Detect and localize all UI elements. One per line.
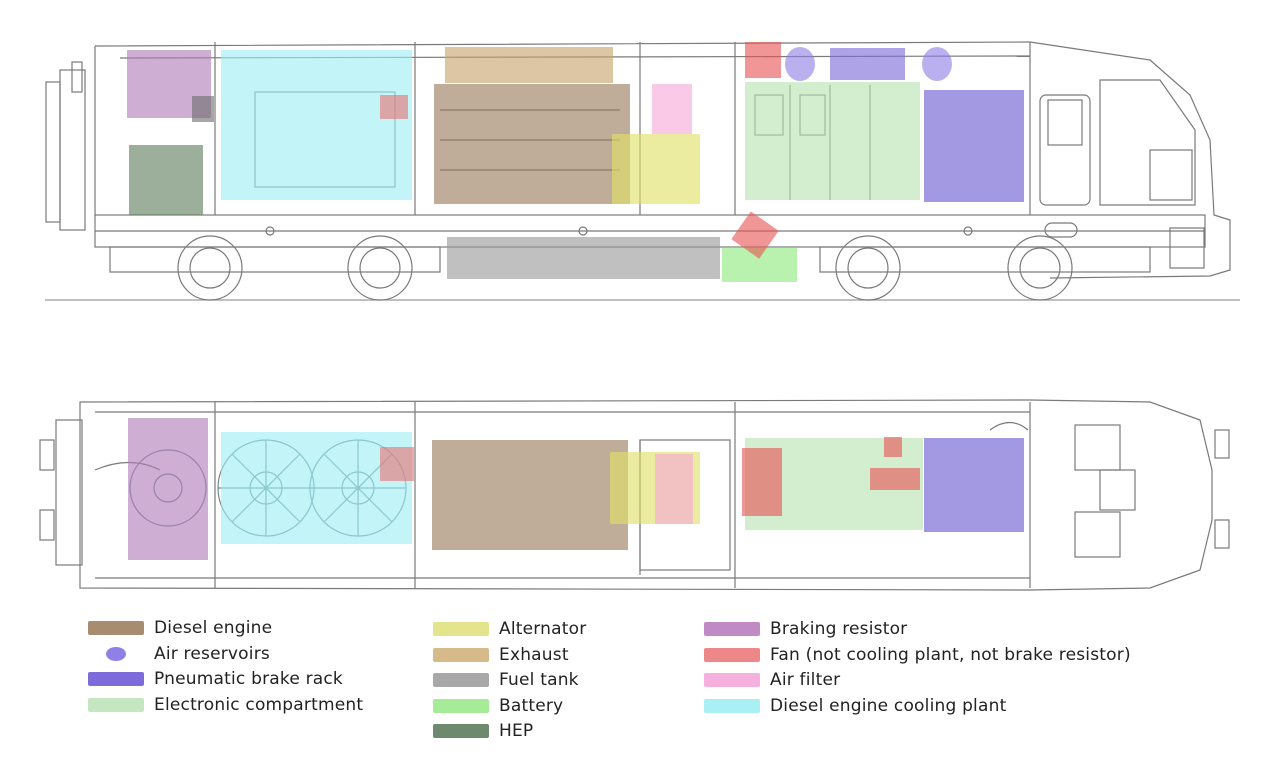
legend-label: Fuel tank bbox=[499, 670, 579, 690]
legend-swatch bbox=[704, 648, 760, 662]
legend-label: Diesel engine bbox=[154, 618, 273, 638]
legend-label: Air reservoirs bbox=[154, 644, 270, 664]
side-dark-box bbox=[192, 96, 214, 122]
legend-item-cooling-plant: Diesel engine cooling plant bbox=[704, 695, 1006, 717]
legend-swatch bbox=[88, 698, 144, 712]
locomotive-diagram bbox=[39, 41, 1240, 591]
legend-swatch bbox=[433, 699, 489, 713]
side-fan-battery bbox=[731, 211, 779, 259]
top-fan-cooling bbox=[380, 447, 414, 481]
side-fuel-tank bbox=[447, 237, 720, 279]
top-view-outline bbox=[39, 399, 1230, 591]
legend-swatch bbox=[433, 724, 489, 738]
side-diesel-engine bbox=[434, 84, 630, 204]
legend-item-air-filter: Air filter bbox=[704, 669, 840, 691]
legend-label: Pneumatic brake rack bbox=[154, 669, 343, 689]
side-hep bbox=[129, 145, 203, 215]
side-view-outline bbox=[45, 41, 1240, 301]
side-air-reservoir-1 bbox=[785, 47, 815, 81]
legend-swatch bbox=[704, 699, 760, 713]
legend-item-alternator: Alternator bbox=[433, 618, 586, 640]
legend-swatch bbox=[704, 673, 760, 687]
legend-item-fan: Fan (not cooling plant, not brake resist… bbox=[704, 644, 1131, 666]
legend-swatch bbox=[88, 621, 144, 635]
legend-item-pneumatic-brake-rack: Pneumatic brake rack bbox=[88, 668, 343, 690]
legend-label: Alternator bbox=[499, 619, 587, 639]
side-alternator bbox=[612, 134, 700, 204]
legend-item-battery: Battery bbox=[433, 695, 563, 717]
legend-swatch bbox=[433, 648, 489, 662]
side-view-components bbox=[127, 42, 1024, 282]
top-diesel-engine bbox=[432, 440, 628, 550]
legend-label: Air filter bbox=[770, 670, 841, 690]
side-pneumatic-rack-top bbox=[830, 48, 905, 80]
side-fan-upper bbox=[745, 42, 781, 78]
legend-swatch bbox=[433, 622, 489, 636]
legend-label: Fan (not cooling plant, not brake resist… bbox=[770, 645, 1131, 665]
legend-label: Electronic compartment bbox=[154, 695, 364, 715]
legend-item-exhaust: Exhaust bbox=[433, 644, 569, 666]
legend-item-electronic-compartment: Electronic compartment bbox=[88, 694, 363, 716]
top-fan-electronic-1 bbox=[742, 448, 782, 516]
legend-label: HEP bbox=[499, 721, 534, 741]
legend-item-air-reservoirs: Air reservoirs bbox=[88, 643, 270, 665]
top-air-filter bbox=[655, 454, 693, 524]
side-electronic-compartment bbox=[745, 82, 920, 200]
legend-item-fuel-tank: Fuel tank bbox=[433, 669, 579, 691]
side-fan-cooling bbox=[380, 95, 408, 119]
legend-item-hep: HEP bbox=[433, 720, 533, 742]
legend-label: Diesel engine cooling plant bbox=[770, 696, 1007, 716]
legend-swatch bbox=[704, 622, 760, 636]
top-fan-electronic-2 bbox=[870, 468, 920, 490]
top-braking-resistor bbox=[128, 418, 208, 560]
side-pneumatic-brake-rack bbox=[924, 90, 1024, 202]
legend-swatch bbox=[433, 673, 489, 687]
legend-label: Exhaust bbox=[499, 645, 569, 665]
top-view-components bbox=[128, 418, 1024, 560]
side-air-filter bbox=[652, 84, 692, 134]
legend-label: Battery bbox=[499, 696, 564, 716]
top-fan-electronic-3 bbox=[884, 437, 902, 457]
legend-swatch bbox=[88, 672, 144, 686]
side-cooling-plant bbox=[221, 50, 412, 200]
side-exhaust bbox=[445, 47, 613, 83]
legend-item-diesel-engine: Diesel engine bbox=[88, 617, 272, 639]
side-air-reservoir-2 bbox=[922, 47, 952, 81]
legend-swatch bbox=[88, 647, 144, 661]
legend-label: Braking resistor bbox=[770, 619, 908, 639]
legend-item-braking-resistor: Braking resistor bbox=[704, 618, 907, 640]
top-pneumatic-brake-rack bbox=[924, 438, 1024, 532]
